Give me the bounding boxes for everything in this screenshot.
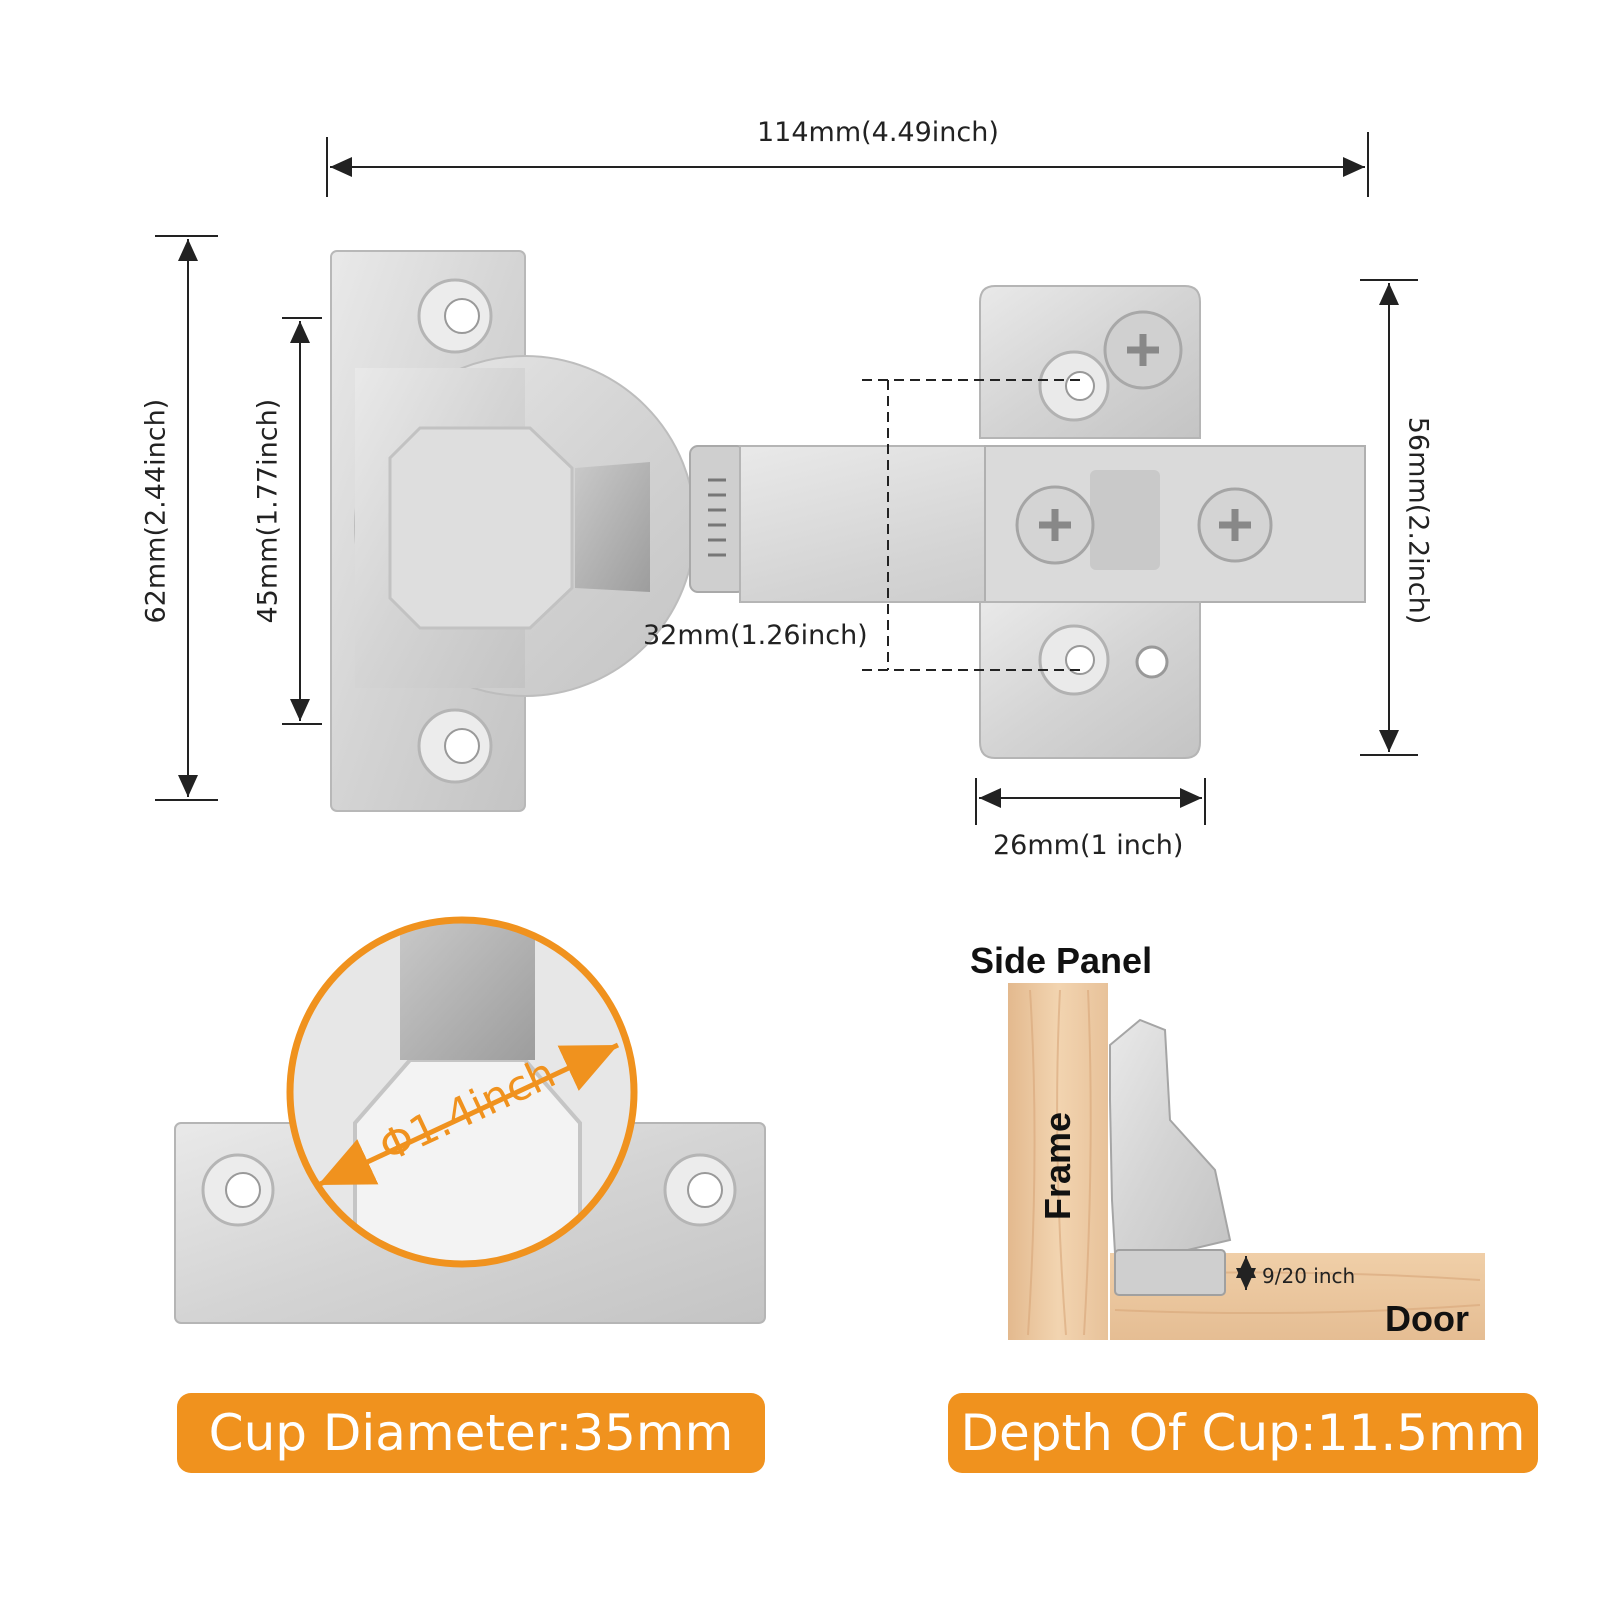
cup-closeup — [174, 916, 766, 1324]
hole-spacing-dimension-line — [862, 379, 1085, 671]
cup-screw-hole-left — [201, 1153, 275, 1227]
height-dimension-line — [155, 235, 218, 801]
gap-label: 9/20 inch — [1262, 1264, 1356, 1288]
cup-depth-badge: Depth Of Cup:11.5mm — [948, 1393, 1538, 1473]
length-dimension-line — [326, 132, 1369, 197]
screw-spacing-label: 45mm(1.77inch) — [252, 398, 284, 624]
side-panel-label: Side Panel — [970, 940, 1153, 981]
adjust-screw-top — [1103, 310, 1183, 390]
overall-height-label: 62mm(2.44inch) — [140, 398, 172, 624]
plate-height-dimension-line — [1360, 279, 1418, 756]
hole-spacing-label: 32mm(1.26inch) — [643, 620, 868, 651]
frame-label: Frame — [1037, 1111, 1078, 1221]
hinge-side-view — [1109, 1018, 1232, 1254]
installation-diagram — [1008, 983, 1485, 1340]
arm-screw-right — [1197, 487, 1273, 563]
screw-spacing-dimension-line — [282, 317, 322, 725]
overall-length-label: 114mm(4.49inch) — [757, 117, 999, 148]
hinge-cup-plate — [330, 250, 696, 812]
screw-hole-bottom-left — [417, 708, 493, 784]
screw-hole-top-left — [417, 278, 493, 354]
door-label: Door — [1385, 1298, 1469, 1339]
cup-diameter-arrow — [316, 1042, 620, 1188]
hinge-arm — [689, 445, 1366, 603]
arm-screw-left — [1015, 485, 1095, 565]
cup-diameter-badge: Cup Diameter:35mm — [177, 1393, 765, 1473]
plate-width-label: 26mm(1 inch) — [993, 830, 1184, 861]
mounting-plate — [979, 285, 1273, 759]
plate-height-label: 56mm(2.2inch) — [1402, 416, 1434, 625]
cup-screw-hole-right — [663, 1153, 737, 1227]
plate-width-dimension-line — [975, 778, 1206, 825]
